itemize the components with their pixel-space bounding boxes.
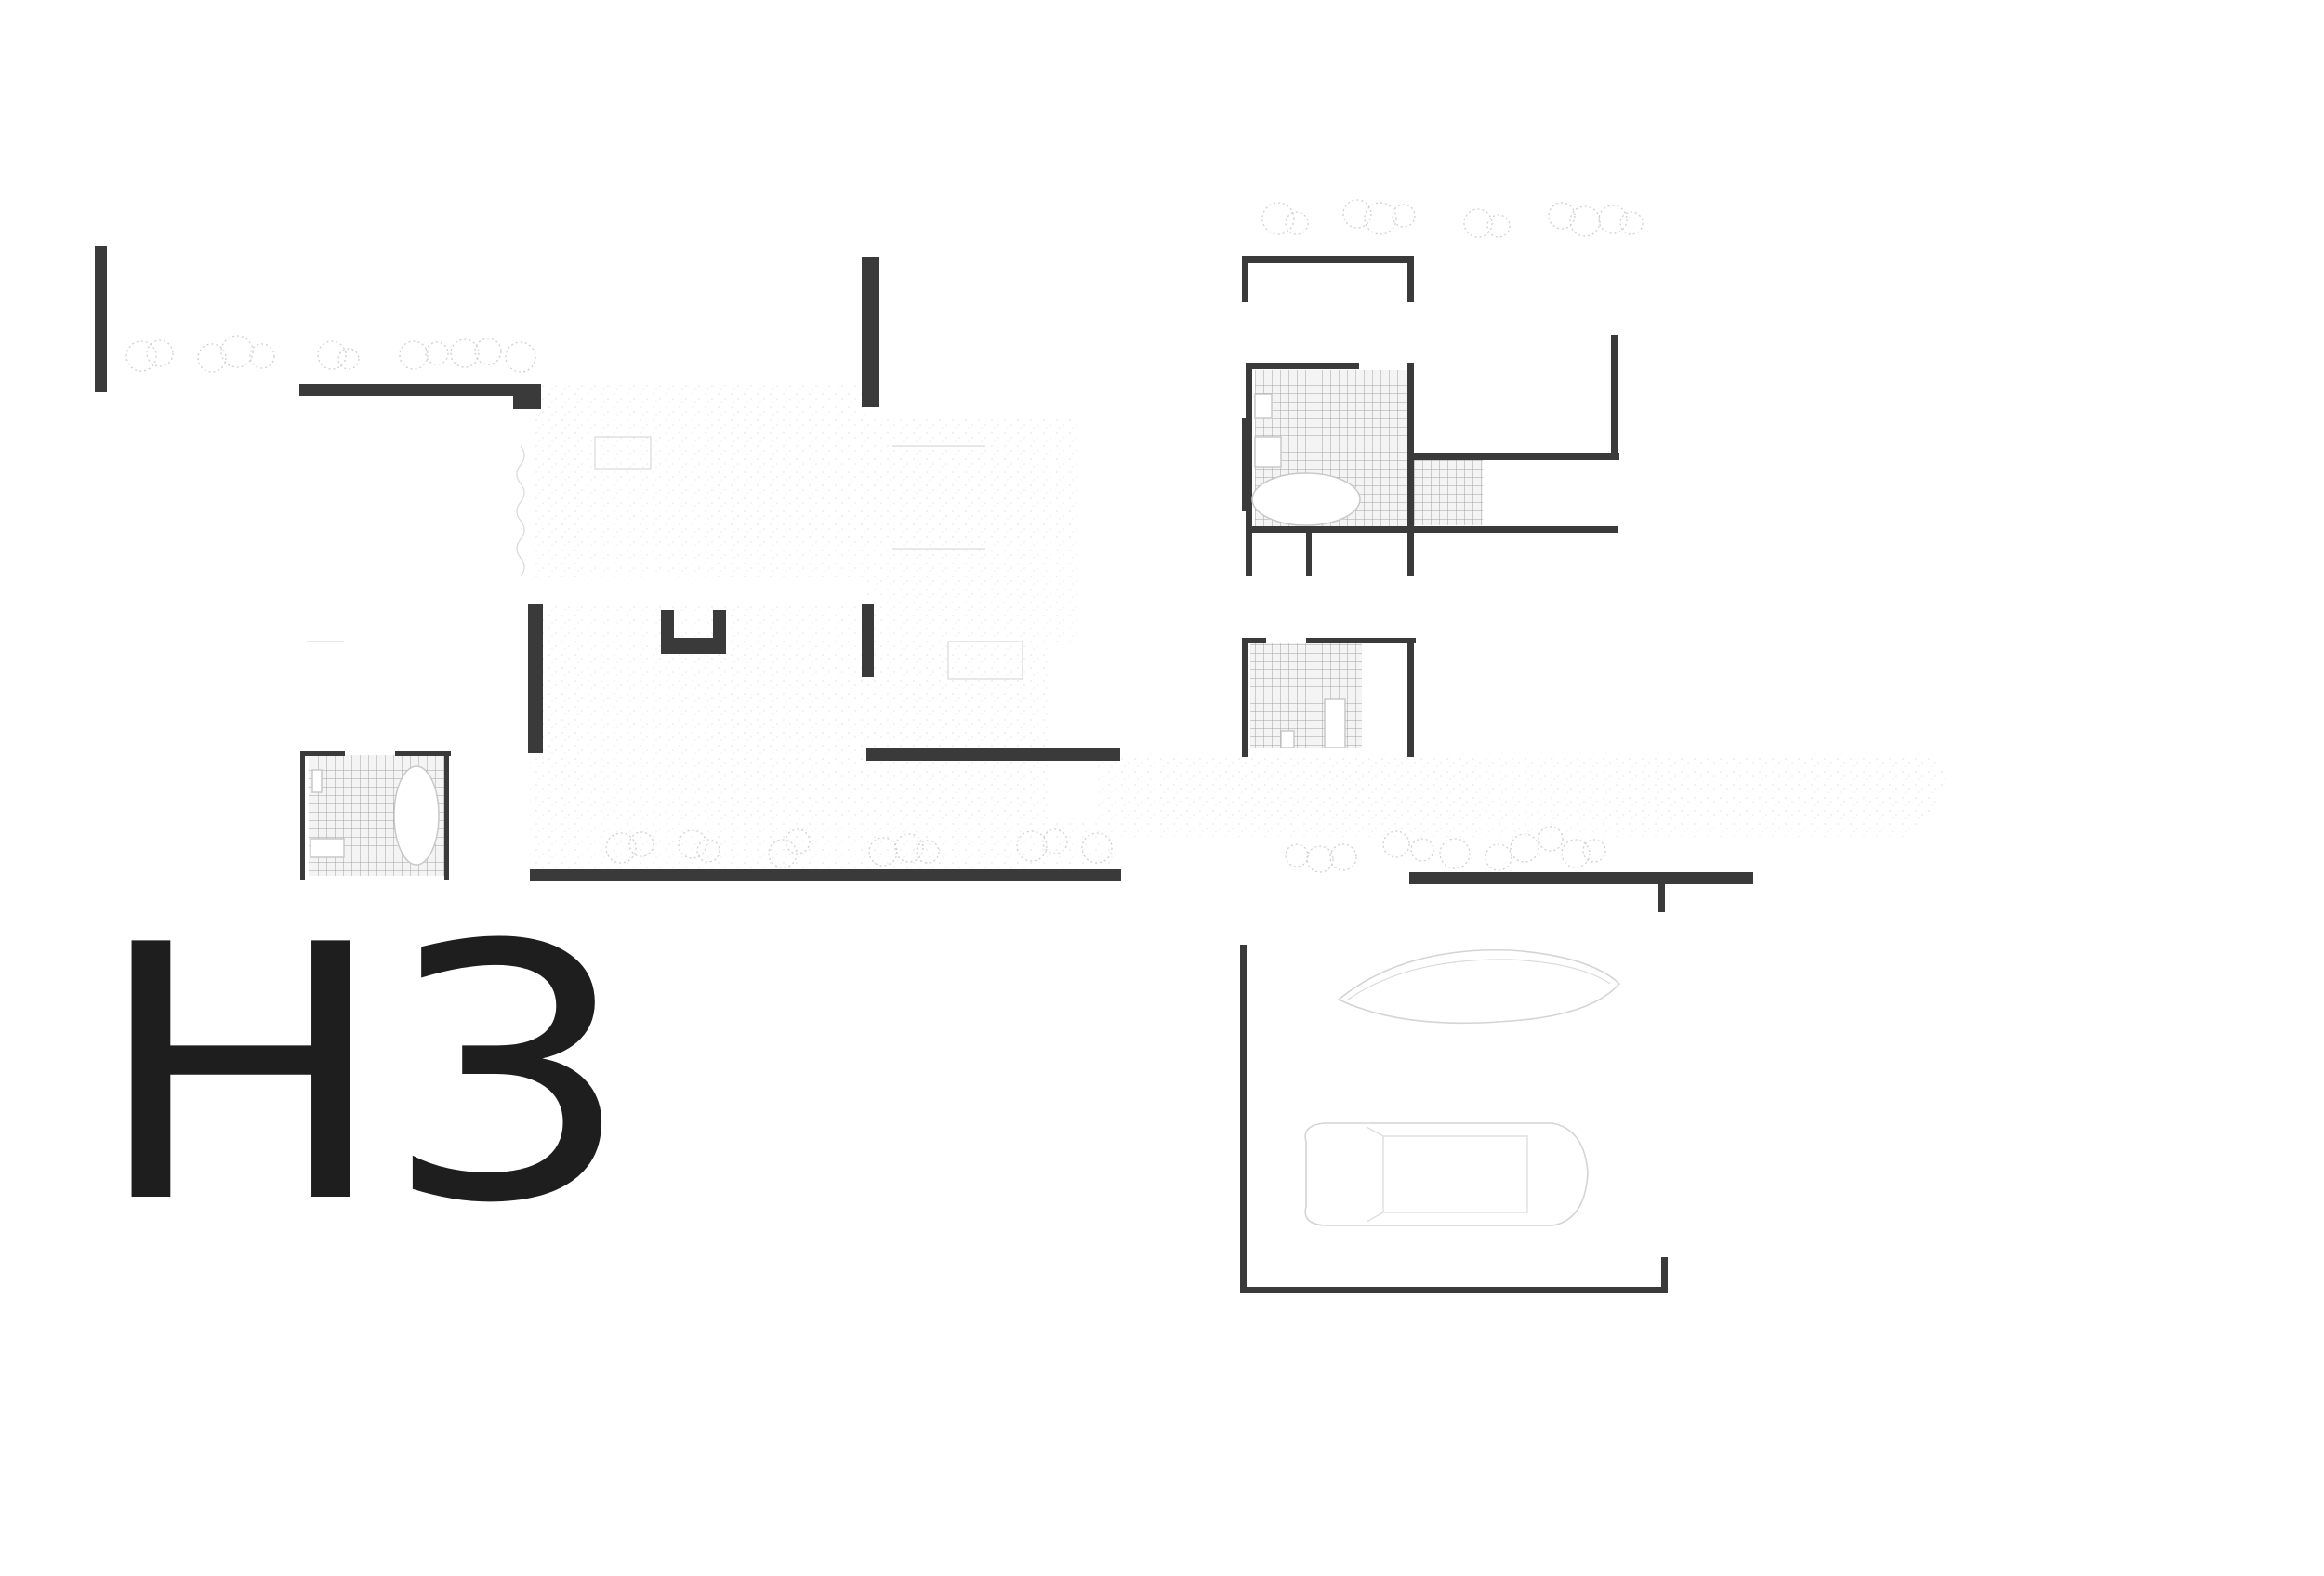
washbasin-icon <box>1324 698 1346 748</box>
toilet-icon <box>1280 730 1295 748</box>
washbasin-icon <box>1254 436 1282 468</box>
bathroom-left <box>300 751 451 880</box>
toilet-icon <box>1254 393 1273 419</box>
shrub-icon <box>1285 826 1606 873</box>
bathroom-upper-right <box>1242 256 1619 576</box>
toilet-icon <box>311 769 323 793</box>
bathroom-lower-right <box>1242 638 1416 757</box>
shrub-icon <box>125 335 536 373</box>
shrub-icon <box>1261 199 1644 238</box>
bathtub-icon <box>393 765 440 866</box>
garage <box>1240 945 1668 1293</box>
boat-icon <box>1337 948 1621 1025</box>
terrace-wall <box>1409 872 1753 912</box>
fireplace-icon <box>661 610 726 654</box>
project-label: H3 <box>93 871 633 1280</box>
interior-linework <box>307 436 1023 680</box>
car-icon <box>1304 1122 1589 1226</box>
paved-area <box>530 383 1946 876</box>
left-wing-walls <box>95 246 1121 881</box>
shrub-icon <box>605 828 1113 868</box>
washbasin-icon <box>310 838 345 858</box>
bathtub-icon <box>1251 472 1361 526</box>
